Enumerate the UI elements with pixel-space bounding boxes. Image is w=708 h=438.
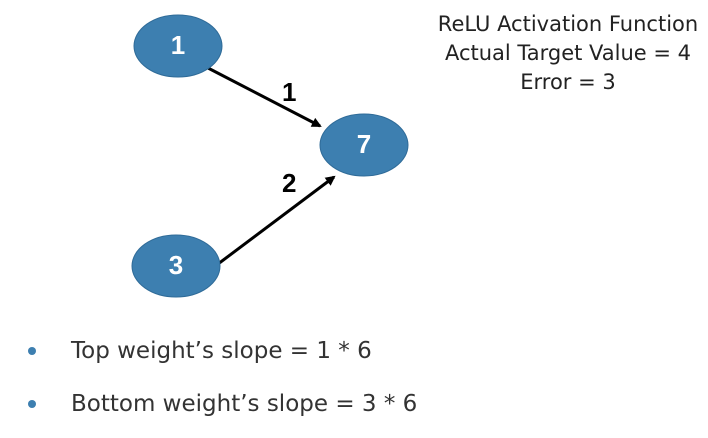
list-item: Top weight’s slope = 1 * 6 [28,332,417,370]
node-input-top [133,14,223,78]
info-panel: ReLU Activation Function Actual Target V… [418,10,708,97]
bottom-weight-slope-text: Bottom weight’s slope = 3 * 6 [71,391,418,417]
node-input-bottom-label: 3 [169,250,183,280]
edge-label-top-weight: 1 [282,77,296,107]
node-output [319,113,409,177]
edge-label-bottom-weight: 2 [282,168,296,198]
target-value-label: Actual Target Value = 4 [444,41,692,65]
top-weight-slope-text: Top weight’s slope = 1 * 6 [71,338,372,364]
network-diagram: 1 2 1 3 7 [131,14,409,298]
node-output-label: 7 [357,129,371,159]
edge-top-to-output [207,66,322,128]
slope-bullet-list: Top weight’s slope = 1 * 6 Bottom weight… [28,332,417,438]
edge-bottom-to-output [213,175,336,269]
node-input-top-label: 1 [171,30,185,60]
error-label: Error = 3 [520,70,616,94]
bullet-dot-icon [28,400,36,408]
node-input-bottom [131,234,221,298]
list-item: Bottom weight’s slope = 3 * 6 [28,385,417,423]
activation-function-label: ReLU Activation Function [437,12,699,36]
bullet-dot-icon [28,347,36,355]
